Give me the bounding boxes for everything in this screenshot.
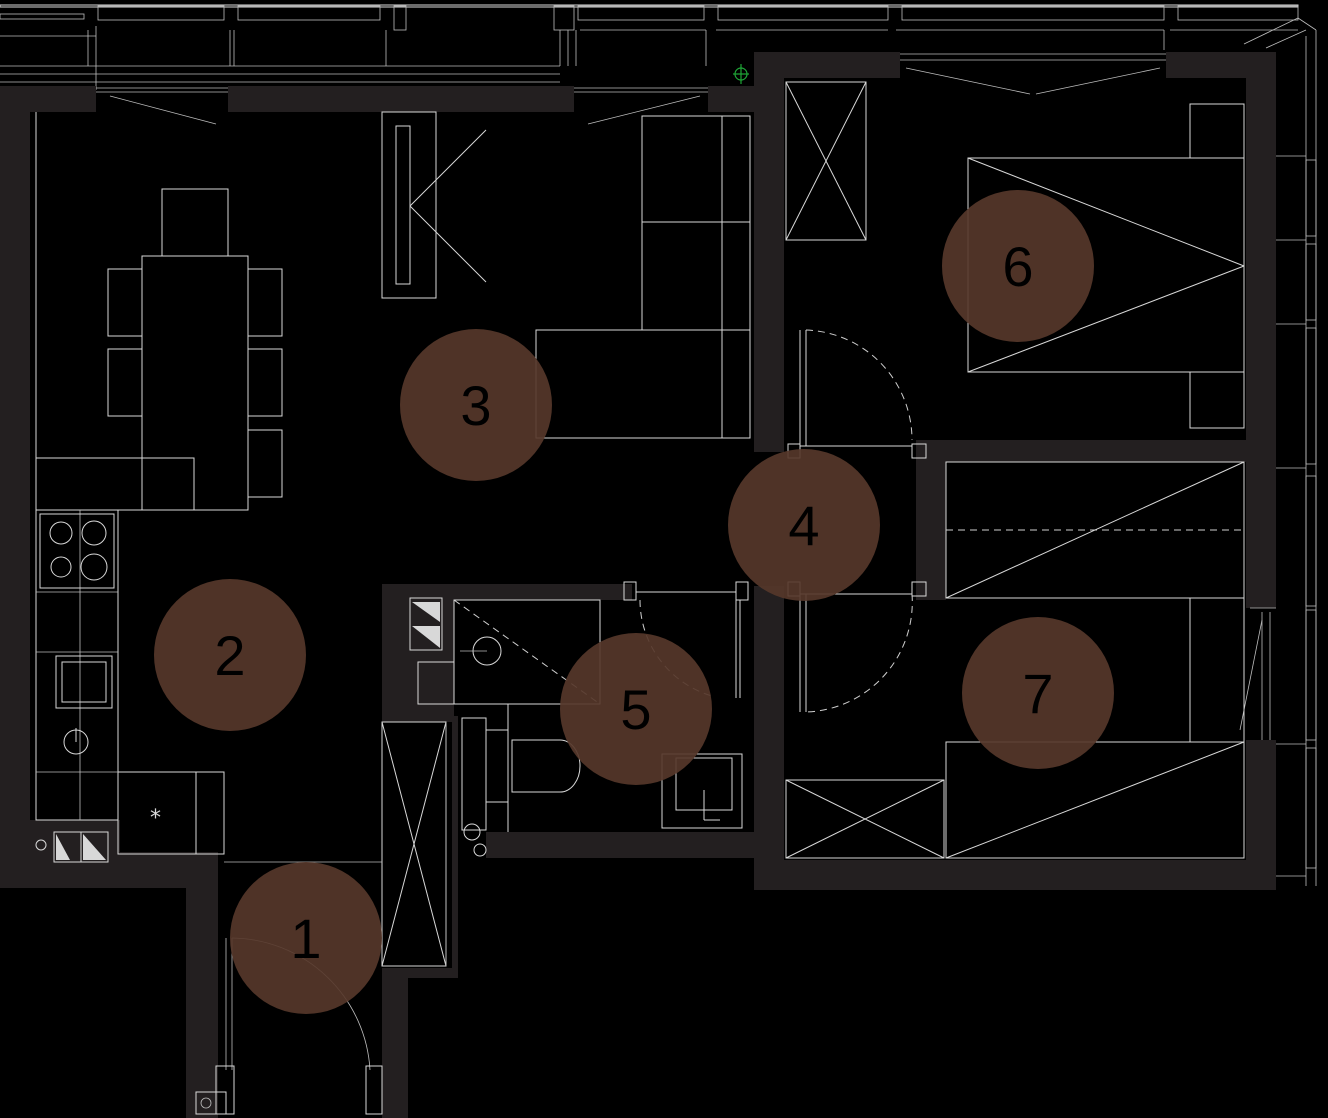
room-marker-label: 7 xyxy=(1022,662,1053,725)
room-marker-3[interactable]: 3 xyxy=(400,329,552,481)
hall-wardrobe xyxy=(224,721,447,967)
balcony-strip xyxy=(0,4,1317,886)
bedroom-7-door xyxy=(787,581,927,713)
fridge: * xyxy=(150,806,161,831)
bedroom-7-bed-bottom xyxy=(945,741,1245,859)
dining-set xyxy=(35,112,283,511)
room-marker-6[interactable]: 6 xyxy=(942,190,1094,342)
toilet-icon xyxy=(461,717,581,857)
room-marker-label: 1 xyxy=(290,907,321,970)
bathroom-fixtures xyxy=(409,597,743,857)
ventilation-shaft-icon xyxy=(35,831,109,863)
kitchen-counter xyxy=(35,509,225,855)
tv-unit xyxy=(381,111,487,299)
washbasin-icon xyxy=(661,753,743,829)
kitchen-sink-icon xyxy=(55,655,113,755)
room-marker-label: 3 xyxy=(460,374,491,437)
bedroom-6-door xyxy=(787,329,927,459)
survey-point-icon xyxy=(733,64,749,84)
room-marker-label: 5 xyxy=(620,678,651,741)
room-marker-5[interactable]: 5 xyxy=(560,633,712,785)
bedroom-7-bed-top xyxy=(945,461,1245,599)
walls xyxy=(0,52,1276,1118)
room-marker-label: 4 xyxy=(788,494,819,557)
ventilation-shaft-icon xyxy=(409,597,443,651)
double-bed xyxy=(967,103,1245,429)
bedroom-7-wardrobe xyxy=(785,779,945,859)
room-marker-label: 2 xyxy=(214,624,245,687)
window-openings xyxy=(96,53,1276,740)
room-marker-label: 6 xyxy=(1002,235,1033,298)
sofa xyxy=(535,115,751,439)
room-marker-1[interactable]: 1 xyxy=(230,862,382,1014)
room-marker-2[interactable]: 2 xyxy=(154,579,306,731)
fridge-mark: * xyxy=(150,806,161,831)
bedroom-6-wardrobe xyxy=(785,81,867,241)
stove-icon xyxy=(39,513,115,589)
bedroom-7-desk xyxy=(1189,597,1245,743)
room-marker-7[interactable]: 7 xyxy=(962,617,1114,769)
room-marker-4[interactable]: 4 xyxy=(728,449,880,601)
